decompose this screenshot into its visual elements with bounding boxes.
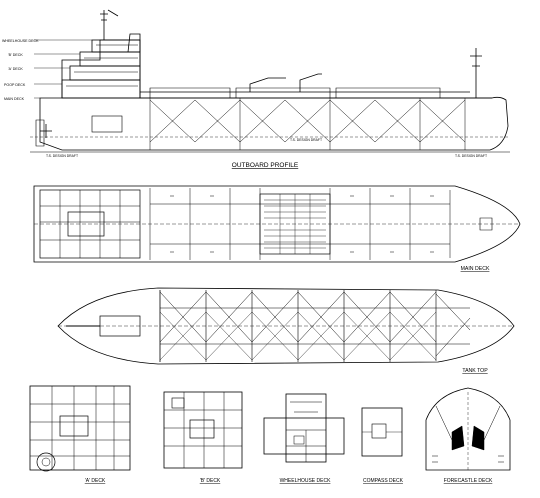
a-deck-rooms	[30, 386, 130, 470]
b-deck-rooms	[164, 392, 242, 468]
accommodation-rooms	[40, 190, 140, 258]
superstructure-windows	[66, 44, 138, 87]
wheelhouse-deck-plan	[263, 393, 345, 463]
title-wheelhouse-deck: WHEELHOUSE DECK	[280, 478, 332, 484]
level-label-wheelhouse: WHEELHOUSE DECK	[2, 39, 39, 43]
superstructure-tier-2	[69, 65, 141, 81]
b-deck-funnel	[171, 397, 185, 409]
a-deck-casing	[59, 415, 89, 437]
forecastle-windlass-port	[451, 425, 465, 451]
waterline-label-mid: T.S. DESIGN DRAFT	[290, 138, 322, 142]
bow-windlass	[479, 217, 493, 231]
engine-casing	[67, 211, 105, 237]
lifeboat-davit	[36, 452, 56, 472]
main-deck-outline	[33, 185, 521, 263]
engine-block	[91, 115, 123, 133]
title-main-deck: MAIN DECK	[461, 266, 490, 272]
wheelhouse	[91, 39, 141, 53]
tank-bracing	[149, 99, 466, 143]
b-deck-plan	[163, 391, 243, 469]
waterline-labels: T.S. DESIGN DRAFT T.S. DESIGN DRAFT T.S.…	[46, 138, 487, 158]
title-a-deck: 'A' DECK	[85, 478, 106, 484]
forecastle-outline	[425, 387, 511, 471]
main-deck-plan	[33, 185, 521, 263]
outboard-profile	[30, 9, 510, 153]
wheelhouse-wings	[263, 417, 345, 455]
tank-top-diagonals-lower	[159, 311, 437, 361]
a-deck-outline	[29, 385, 131, 471]
b-deck-outline	[163, 391, 243, 469]
wheelhouse-consoles	[286, 401, 326, 462]
deck-crane-2	[299, 73, 322, 92]
lifeboat-davit-inner	[41, 457, 51, 467]
tank-top-diagonals	[159, 291, 471, 357]
superstructure-tier-3	[79, 51, 141, 67]
title-forecastle-deck: FORECASTLE DECK	[444, 478, 493, 484]
compass-deck-plan	[361, 407, 403, 457]
deck-crane-1	[249, 77, 286, 92]
level-label-main-deck: MAIN DECK	[4, 97, 25, 101]
title-tank-top: TANK TOP	[462, 368, 488, 374]
compass-platform	[371, 423, 387, 439]
waterline-label-aft: T.S. DESIGN DRAFT	[46, 154, 78, 158]
deck-level-leaders	[34, 39, 92, 99]
tank-top-outline	[57, 287, 515, 365]
profile-hull-outline	[39, 39, 509, 151]
propeller	[40, 124, 52, 138]
a-deck-plan	[29, 385, 131, 472]
wheelhouse-chart-table	[293, 435, 305, 445]
forecastle-windlass-stbd	[471, 425, 485, 451]
rudder	[35, 119, 45, 147]
profile-bulkheads	[149, 98, 466, 150]
main-mast	[100, 9, 119, 40]
waterline-label-fwd: T.S. DESIGN DRAFT	[455, 154, 487, 158]
title-outboard-profile: OUTBOARD PROFILE	[232, 162, 299, 169]
forward-mast	[470, 48, 482, 98]
tank-top-plan	[57, 287, 515, 365]
main-deck-accommodation	[39, 189, 141, 259]
deck-level-labels: WHEELHOUSE DECK 'B' DECK 'A' DECK POOP D…	[2, 39, 39, 101]
manifold-pipes	[264, 194, 326, 254]
cargo-deck-blocks	[149, 87, 441, 98]
level-label-poop-deck: POOP DECK	[4, 83, 26, 87]
title-b-deck: 'B' DECK	[200, 478, 221, 484]
superstructure-tier-1	[61, 79, 141, 99]
b-deck-casing	[189, 419, 215, 439]
tank-bulkheads	[205, 290, 437, 362]
level-label-b-deck: 'B' DECK	[8, 53, 23, 57]
level-label-a-deck: 'A' DECK	[8, 67, 23, 71]
tank-longitudinals	[160, 307, 470, 345]
forecastle-chains	[435, 405, 501, 441]
funnel	[127, 33, 141, 53]
forecastle-bollards	[432, 455, 504, 463]
forecastle-deck-plan	[425, 387, 511, 471]
title-compass-deck: COMPASS DECK	[363, 478, 404, 484]
deck-fittings	[170, 195, 434, 253]
